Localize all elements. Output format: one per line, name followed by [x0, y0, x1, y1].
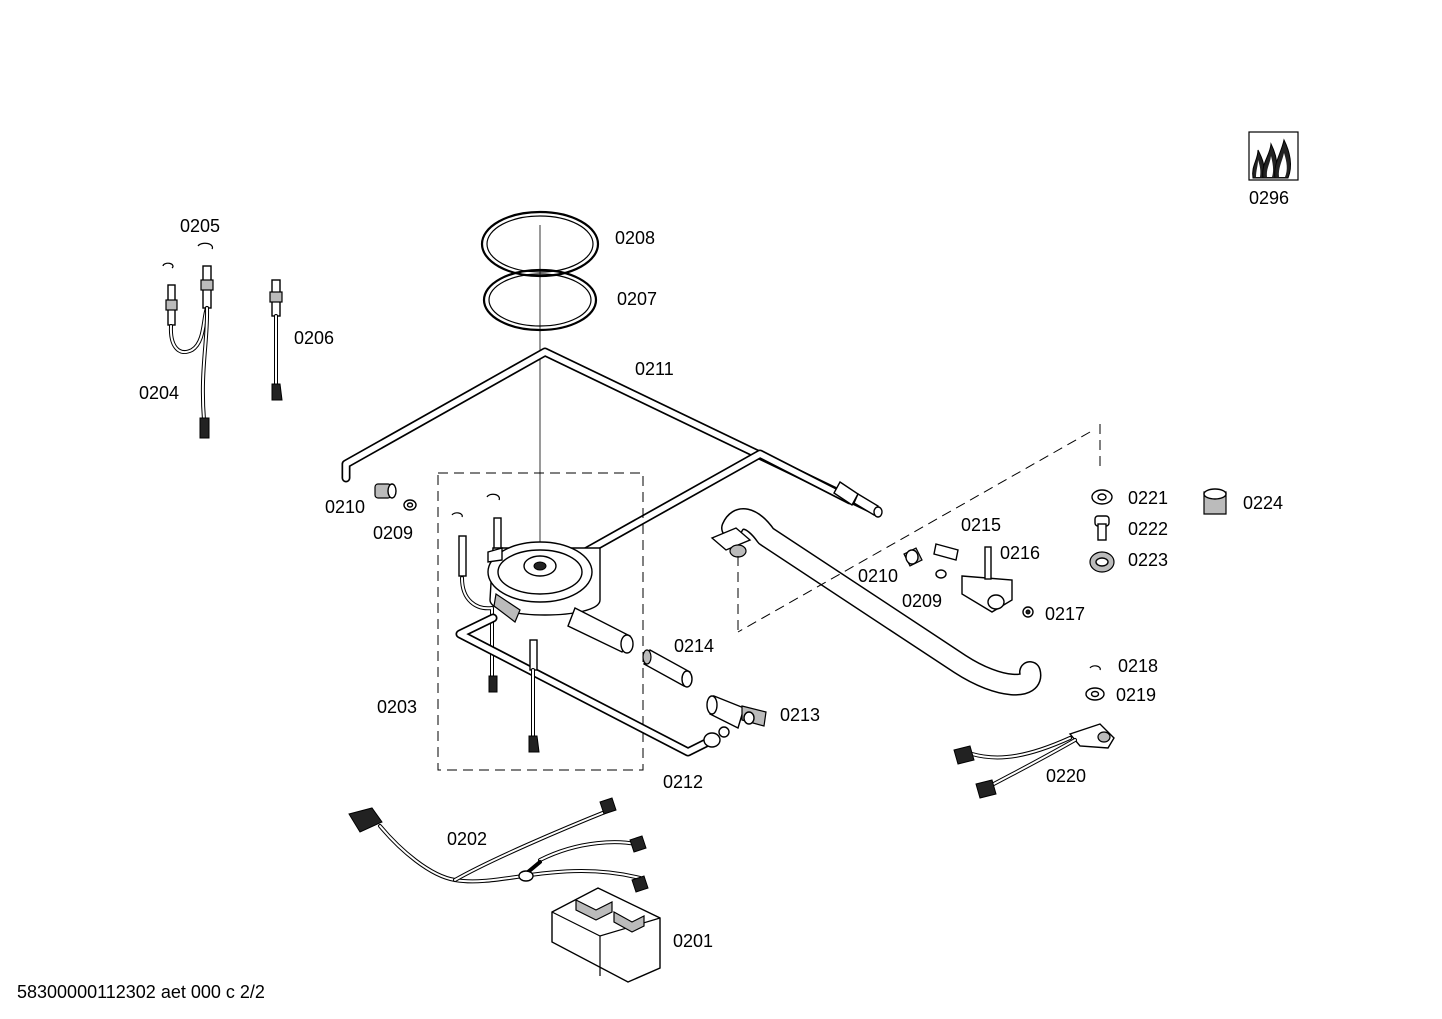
callout-0216: 0216: [1000, 543, 1040, 563]
callout-0206: 0206: [294, 328, 334, 348]
callout-0210-right: 0210: [858, 566, 898, 586]
callout-labels: 0296 0205 0208 0207 0206 0211 0204 0221 …: [139, 188, 1289, 951]
document-code: 58300000112302 aet 000 c 2/2: [17, 982, 265, 1002]
callout-0210-left: 0210: [325, 497, 365, 517]
callout-0223: 0223: [1128, 550, 1168, 570]
gas-pipe-0211: [341, 347, 883, 560]
callout-0211: 0211: [635, 359, 674, 379]
callout-0217: 0217: [1045, 604, 1085, 624]
main-supply-pipe: [710, 424, 1101, 696]
callout-0204: 0204: [139, 383, 179, 403]
connector-0213: [703, 695, 767, 748]
ignition-electrode: [269, 279, 283, 401]
callout-0215: 0215: [961, 515, 1001, 535]
callout-0205: 0205: [180, 216, 220, 236]
gas-valve-group: [903, 543, 1034, 618]
spark-generator-0201: [551, 887, 661, 983]
callout-0224: 0224: [1243, 493, 1283, 513]
callout-0207: 0207: [617, 289, 657, 309]
callout-0218: 0218: [1118, 656, 1158, 676]
clips-0218-0219: [1085, 665, 1105, 701]
burner-nozzle-0214: [642, 649, 693, 688]
callout-0296: 0296: [1249, 188, 1289, 208]
callout-0214: 0214: [674, 636, 714, 656]
wiring-harness-0202: [348, 797, 649, 893]
gas-flames-icon: [1248, 131, 1299, 181]
burner-assembly: [437, 472, 717, 771]
ignition-switch-0220: [953, 723, 1115, 799]
callout-0220: 0220: [1046, 766, 1086, 786]
burner-seal-rings: [480, 210, 600, 548]
thermocouple-group: [162, 242, 214, 439]
pipe-fittings-left: [374, 483, 417, 511]
callout-0219: 0219: [1116, 685, 1156, 705]
callout-0213: 0213: [780, 705, 820, 725]
callout-0203: 0203: [377, 697, 417, 717]
callout-0209-right: 0209: [902, 591, 942, 611]
callout-0221: 0221: [1128, 488, 1168, 508]
callout-0208: 0208: [615, 228, 655, 248]
hardware-set: [1089, 488, 1227, 573]
callout-0202: 0202: [447, 829, 487, 849]
callout-0212: 0212: [663, 772, 703, 792]
callout-0222: 0222: [1128, 519, 1168, 539]
callout-0201: 0201: [673, 931, 713, 951]
callout-0209-left: 0209: [373, 523, 413, 543]
